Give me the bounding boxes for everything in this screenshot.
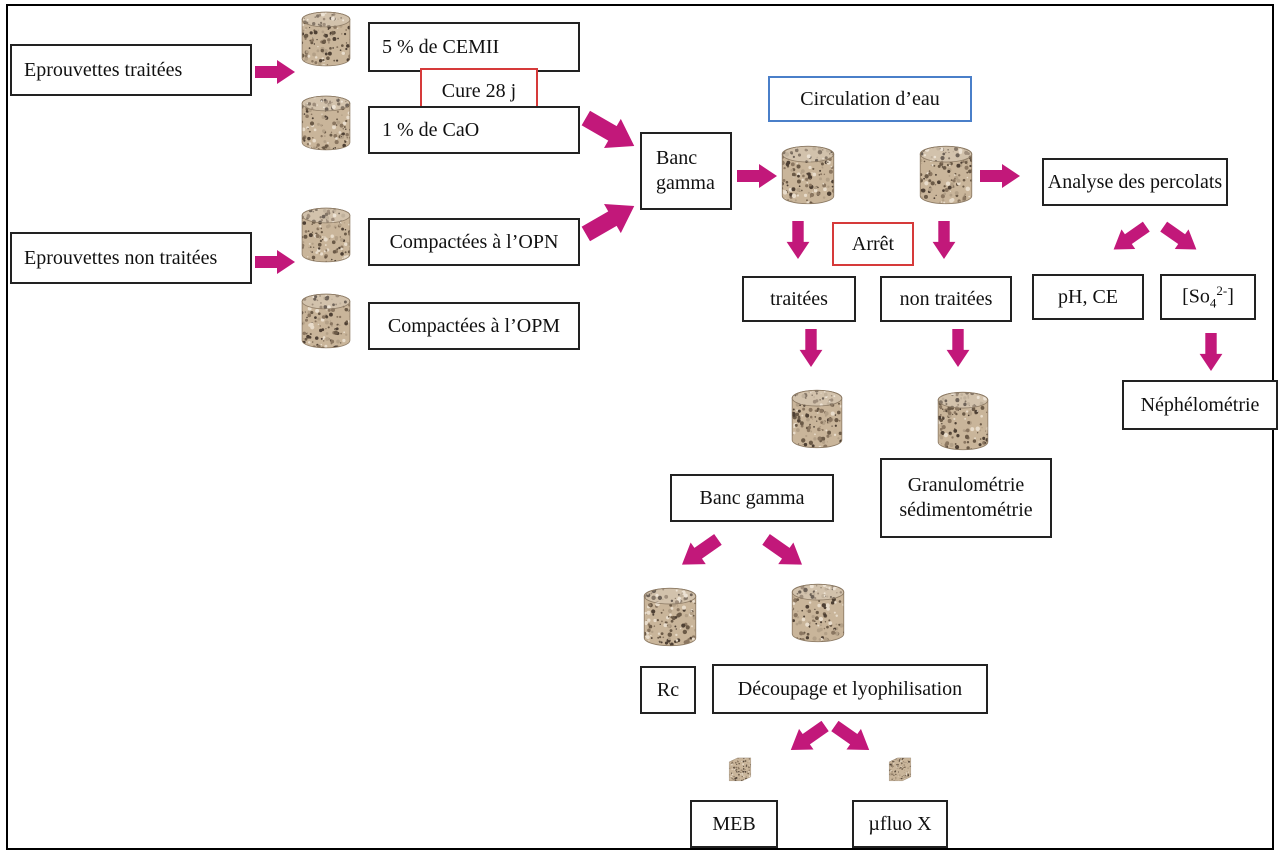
sample-opn [300,206,352,264]
arrow-so4-to-nephelometrie [1199,333,1223,371]
label: Banc gamma [699,486,805,509]
arrow-decoupage-to-meb [783,715,833,761]
box-meb: MEB [690,800,778,848]
soil-cube-icon [729,757,751,781]
box-mufluo: µfluo X [852,800,948,848]
soil-cylinder-icon [301,95,351,151]
arrow-cao-to-banc [577,103,643,161]
soil-cylinder-icon [643,587,697,647]
sample-non-traitees [936,390,990,452]
arrow-untreated-to-samples [255,250,295,274]
box-banc-gamma-2: Banc gamma [670,474,834,522]
label-line2: sédimentométrie [899,499,1033,521]
soil-cube-icon [889,757,911,781]
sample-circulation [918,144,974,206]
arrow-sample-to-analyse [980,164,1020,188]
sample-rc [642,586,698,648]
label: Rc [656,678,680,701]
sample-cemii [300,10,352,68]
box-cemii: 5 % de CEMII [368,22,580,72]
arrow-analyse-to-so4 [1156,216,1204,260]
label: Cure 28 j [441,79,517,102]
label: Eprouvettes non traitées [24,246,218,269]
box-decoupage: Découpage et lyophilisation [712,664,988,714]
box-cao: 1 % de CaO [368,106,580,154]
box-analyse: Analyse des percolats [1042,158,1228,206]
label: pH, CE [1058,285,1118,308]
soil-cylinder-icon [301,11,351,67]
box-opn: Compactées à l’OPN [368,218,580,266]
label: non traitées [899,287,993,310]
box-opm: Compactées à l’OPM [368,302,580,350]
label: Circulation d’eau [800,87,940,110]
soil-cylinder-icon [791,583,845,643]
box-banc-gamma-1: Banc gamma [640,132,732,210]
label-line2: gamma [656,172,715,194]
sample-banc-gamma [780,144,836,206]
box-traitees: traitées [742,276,856,322]
label-line1: Granulométrie [907,474,1025,496]
label: Compactées à l’OPM [387,314,561,337]
arrow-traitees-down [799,329,823,367]
label: traitées [770,287,828,310]
arrow-banc2-to-rc [674,528,726,576]
soil-cylinder-icon [781,145,835,205]
label: Néphélométrie [1140,393,1260,416]
soil-cylinder-icon [301,293,351,349]
arrow-non-traitees-down [946,329,970,367]
arrow-banc-to-sample [737,164,777,188]
arrow-opn-to-banc [577,191,643,249]
box-nephelometrie: Néphélométrie [1122,380,1278,430]
label-line1: Banc [656,147,698,169]
box-eprouvettes-traitees: Eprouvettes traitées [10,44,252,96]
box-granulometrie: Granulométrie sédimentométrie [880,458,1052,538]
sample-cao [300,94,352,152]
box-arret: Arrêt [832,222,914,266]
box-eprouvettes-non-traitees: Eprouvettes non traitées [10,232,252,284]
box-ph-ce: pH, CE [1032,274,1144,320]
sample-opm [300,292,352,350]
soil-cylinder-icon [791,389,843,449]
soil-cylinder-icon [919,145,973,205]
sample-meb-cube [728,756,752,782]
box-rc: Rc [640,666,696,714]
label: Eprouvettes traitées [24,58,183,81]
label: Découpage et lyophilisation [737,677,963,700]
arrow-down-non-traitees [932,221,956,259]
sample-mufluo-cube [888,756,912,782]
label: Compactées à l’OPN [389,230,559,253]
label: MEB [712,812,756,835]
arrow-banc2-to-decoupage [758,528,810,576]
box-circulation: Circulation d’eau [768,76,972,122]
label: 1 % de CaO [382,118,480,141]
label: Analyse des percolats [1047,170,1223,193]
arrow-analyse-to-ph [1106,216,1154,260]
arrow-treated-to-samples [255,60,295,84]
label: 5 % de CEMII [382,35,500,58]
soil-cylinder-icon [301,207,351,263]
sample-decoupage [790,582,846,644]
box-non-traitees: non traitées [880,276,1012,322]
sample-traitees [790,388,844,450]
box-so4: [So42-] [1160,274,1256,320]
label: Arrêt [851,232,895,255]
label: µfluo X [868,812,932,835]
so4-label: [So42-] [1182,282,1234,311]
arrow-decoupage-to-mufluo [827,715,877,761]
arrow-down-traitees [786,221,810,259]
soil-cylinder-icon [937,391,989,451]
